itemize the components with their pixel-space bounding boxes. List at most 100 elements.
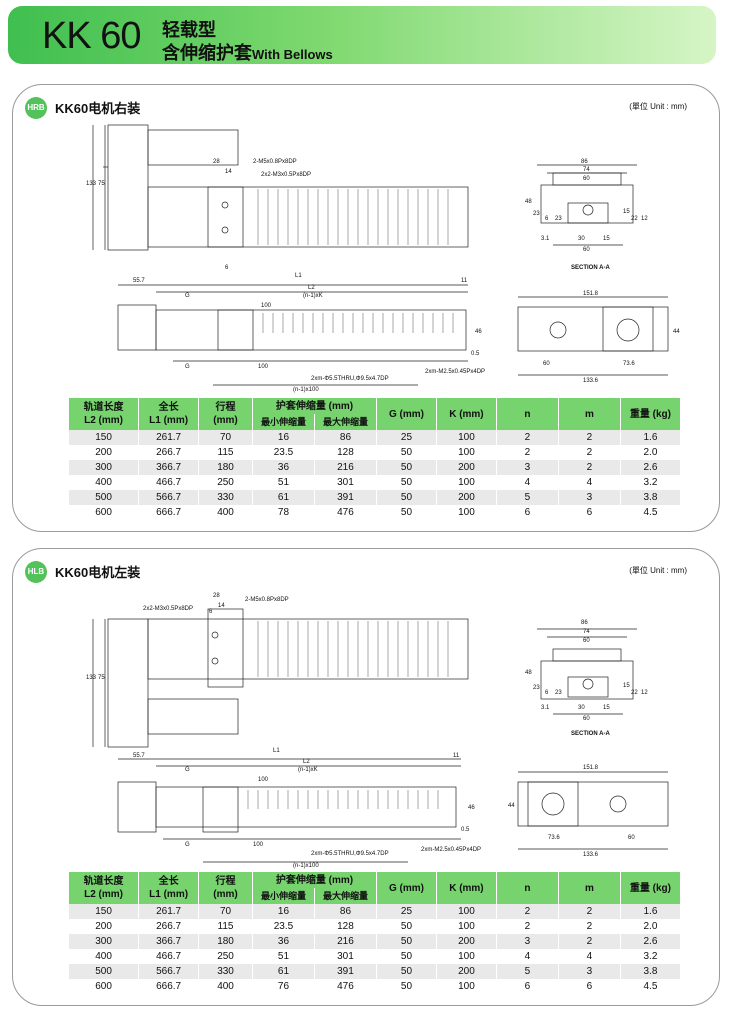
table-cell: 4 (558, 475, 621, 490)
table-cell: 391 (314, 490, 377, 505)
table-cell: 300 (69, 460, 140, 475)
dim-label: 73.6 (548, 835, 560, 841)
table-cell: 400 (69, 475, 140, 490)
table-cell: 216 (314, 934, 377, 949)
col-k: K (mm) (436, 398, 497, 430)
dim-label: 133 (86, 675, 97, 681)
table-cell: 6 (558, 505, 621, 520)
dim-label: 2xm-M2.5x0.45Px4DP (425, 369, 485, 375)
dim-label: 23 (555, 216, 562, 222)
dim-label: 14 (218, 603, 225, 609)
table-cell: 6 (558, 979, 621, 994)
table-cell: 200 (436, 460, 497, 475)
motor-coupling-top (147, 698, 239, 735)
table-cell: 50 (376, 460, 437, 475)
table-cell: 3 (496, 934, 559, 949)
table-cell: 400 (198, 505, 253, 520)
dim-label: 0.5 (461, 827, 470, 833)
dim-label: 15 (623, 683, 630, 689)
dim-label: 23 (555, 690, 562, 696)
table-cell: 466.7 (138, 475, 200, 490)
table-cell: 4 (496, 475, 559, 490)
carriage-front (202, 786, 239, 833)
dim-label: 133.6 (583, 852, 599, 858)
dim-label: L2 (308, 285, 315, 291)
end-view-body (517, 306, 669, 352)
table-cell: 78 (252, 505, 315, 520)
table-cell: 2 (496, 904, 559, 919)
bellows-body-front (155, 786, 457, 828)
table-cell: 100 (436, 475, 497, 490)
table-cell: 128 (314, 919, 377, 934)
table-cell: 100 (436, 949, 497, 964)
table-cell: 3.2 (620, 949, 682, 964)
dim-label: 11 (453, 753, 460, 759)
model-name: KK 60 (42, 15, 142, 57)
table-cell: 500 (69, 490, 140, 505)
section-badge: HRB (25, 97, 47, 119)
table-cell: 5 (496, 964, 559, 979)
dim-label: 15 (603, 705, 610, 711)
table-cell: 3 (558, 964, 621, 979)
dim-label: 151.8 (583, 291, 599, 297)
table-cell: 3.8 (620, 964, 682, 979)
col-bellows-max: 最大伸缩量 (314, 414, 377, 430)
end-view-body (517, 781, 669, 827)
col-stroke: 行程(mm) (198, 398, 253, 430)
table-cell: 100 (436, 430, 497, 445)
section-label: SECTION A-A (571, 265, 610, 271)
motor-block-top (107, 618, 149, 748)
table-cell: 476 (314, 979, 377, 994)
dim-label: 2xm-Φ5.5THRU,Φ9.5x4.7DP (311, 376, 389, 382)
table-cell: 180 (198, 460, 253, 475)
table-cell: 100 (436, 505, 497, 520)
dim-label: 60 (543, 361, 550, 367)
technical-drawing: 2x2-M3x0.5Px8DP 2-M5x0.8Px8DP 28 14 133 … (86, 593, 669, 869)
table-cell: 16 (252, 430, 315, 445)
table-cell: 4 (558, 949, 621, 964)
table-cell: 50 (376, 964, 437, 979)
table-cell: 4.5 (620, 505, 682, 520)
dim-label: 2x2-M3x0.5Px8DP (261, 172, 311, 178)
table-cell: 50 (376, 919, 437, 934)
dim-label: 2-M5x0.8Px8DP (245, 597, 289, 603)
dim-label: 60 (583, 176, 590, 182)
dim-label: 55.7 (133, 753, 145, 759)
table-cell: 51 (252, 475, 315, 490)
table-cell: 150 (69, 430, 140, 445)
table-cell: 1.6 (620, 430, 682, 445)
table-cell: 50 (376, 505, 437, 520)
table-cell: 70 (198, 430, 253, 445)
dim-label: 12 (641, 216, 648, 222)
dim-label: 28 (213, 593, 220, 599)
dim-label: 60 (583, 247, 590, 253)
table-cell: 128 (314, 445, 377, 460)
motor-block-top (107, 124, 149, 251)
dim-label: (n-1)xK (298, 767, 318, 773)
table-cell: 266.7 (138, 445, 200, 460)
table-cell: 330 (198, 490, 253, 505)
table-cell: 3 (558, 490, 621, 505)
table-cell: 115 (198, 445, 253, 460)
carriage-top (207, 608, 244, 688)
table-cell: 2.6 (620, 934, 682, 949)
dim-label: 46 (475, 329, 482, 335)
table-cell: 115 (198, 919, 253, 934)
dim-label: G (185, 293, 190, 299)
table-cell: 50 (376, 934, 437, 949)
table-cell: 400 (69, 949, 140, 964)
table-cell: 51 (252, 949, 315, 964)
dim-label: 22 (631, 690, 638, 696)
table-cell: 2 (558, 445, 621, 460)
table-cell: 86 (314, 904, 377, 919)
col-bellows-max: 最大伸缩量 (314, 888, 377, 904)
dim-label: 133 (86, 181, 97, 187)
dim-label: 15 (603, 236, 610, 242)
dim-label: 28 (213, 159, 220, 165)
